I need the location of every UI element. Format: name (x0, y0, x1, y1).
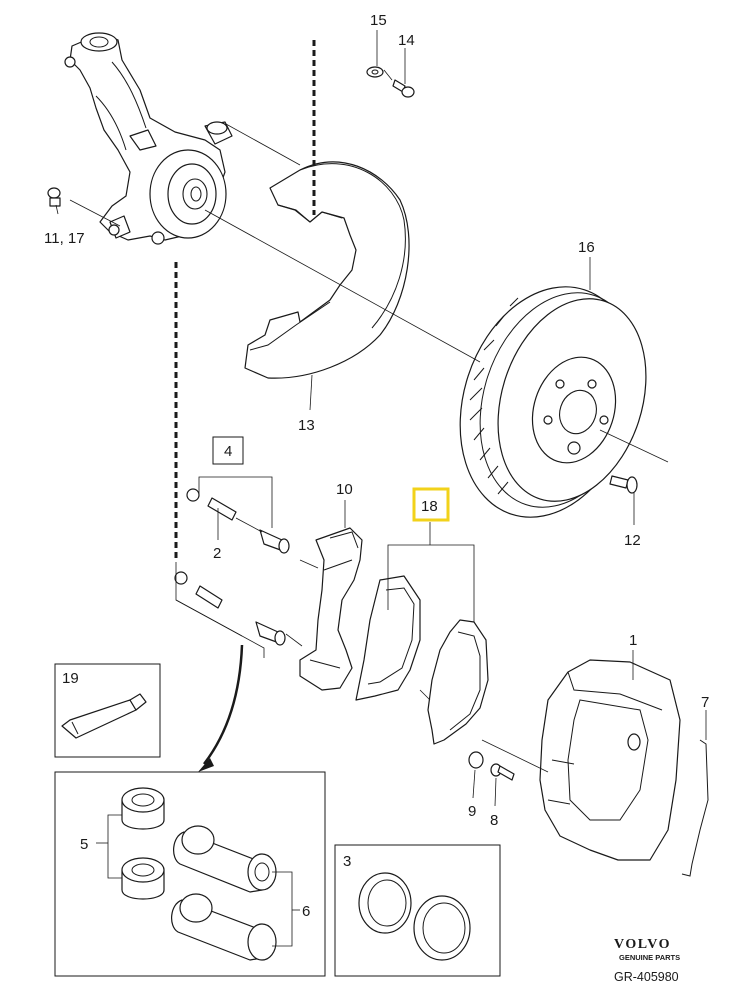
caliper-bracket-part (299, 527, 363, 691)
assembly-axis-lines (69, 69, 669, 773)
wheel-bolt-part (609, 475, 638, 494)
callout-label-16: 16 (578, 239, 595, 256)
detail-box-bushings (54, 771, 326, 977)
callout-label-10: 10 (336, 481, 353, 498)
guide-pin-kit-part (174, 488, 290, 646)
callout-box-4 (212, 436, 244, 465)
shield-washer-part (366, 66, 384, 78)
piston-seal-part (358, 872, 412, 934)
callout-label-19: 19 (62, 670, 79, 687)
diagram-reference: GR-405980 (614, 970, 679, 984)
guide-sleeve-bottom-part (171, 893, 277, 961)
dust-boot-part (413, 895, 471, 961)
callout-label-4: 4 (224, 443, 232, 460)
callout-label-5: 5 (80, 836, 88, 853)
callout-label-1: 1 (629, 632, 637, 649)
callout-label-18: 18 (421, 498, 438, 515)
grease-tube-part (61, 693, 147, 739)
callout-label-15: 15 (370, 12, 387, 29)
guide-bushing-bottom-part (121, 857, 165, 900)
bleed-screw-part (490, 763, 515, 781)
detail-arrow (198, 644, 244, 772)
anti-rattle-clip-part (681, 739, 709, 877)
callout-label-9: 9 (468, 803, 476, 820)
brake-disc-part (459, 286, 647, 518)
callout-label-2: 2 (213, 545, 221, 562)
callout-label-6: 6 (302, 903, 310, 920)
steering-knuckle-part (64, 32, 233, 245)
brake-caliper-part (539, 659, 681, 861)
genuine-parts-label: GENUINE PARTS (619, 953, 680, 962)
highlight-box-18 (412, 487, 450, 522)
splash-shield-part (244, 161, 410, 379)
guide-bushing-top-part (121, 787, 165, 830)
callout-label-3: 3 (343, 853, 351, 870)
callout-label-11-17: 11, 17 (44, 230, 85, 247)
bleed-cap-part (468, 751, 484, 769)
dashed-reference-lines (174, 40, 316, 658)
brake-pad-outer-part (427, 619, 489, 745)
callout-label-13: 13 (298, 417, 315, 434)
guide-sleeve-top-part (173, 825, 277, 893)
shield-bolt-part (392, 79, 415, 98)
callout-label-8: 8 (490, 812, 498, 829)
detail-box-3 (334, 844, 501, 977)
brake-pad-inner-part (355, 575, 421, 701)
callout-label-14: 14 (398, 32, 415, 49)
volvo-logo: VOLVO (614, 937, 671, 952)
leader-lines (55, 30, 707, 807)
detail-box-19 (54, 663, 161, 758)
callout-label-7: 7 (701, 694, 709, 711)
knuckle-bolt-part (47, 187, 61, 207)
callout-label-12: 12 (624, 532, 641, 549)
